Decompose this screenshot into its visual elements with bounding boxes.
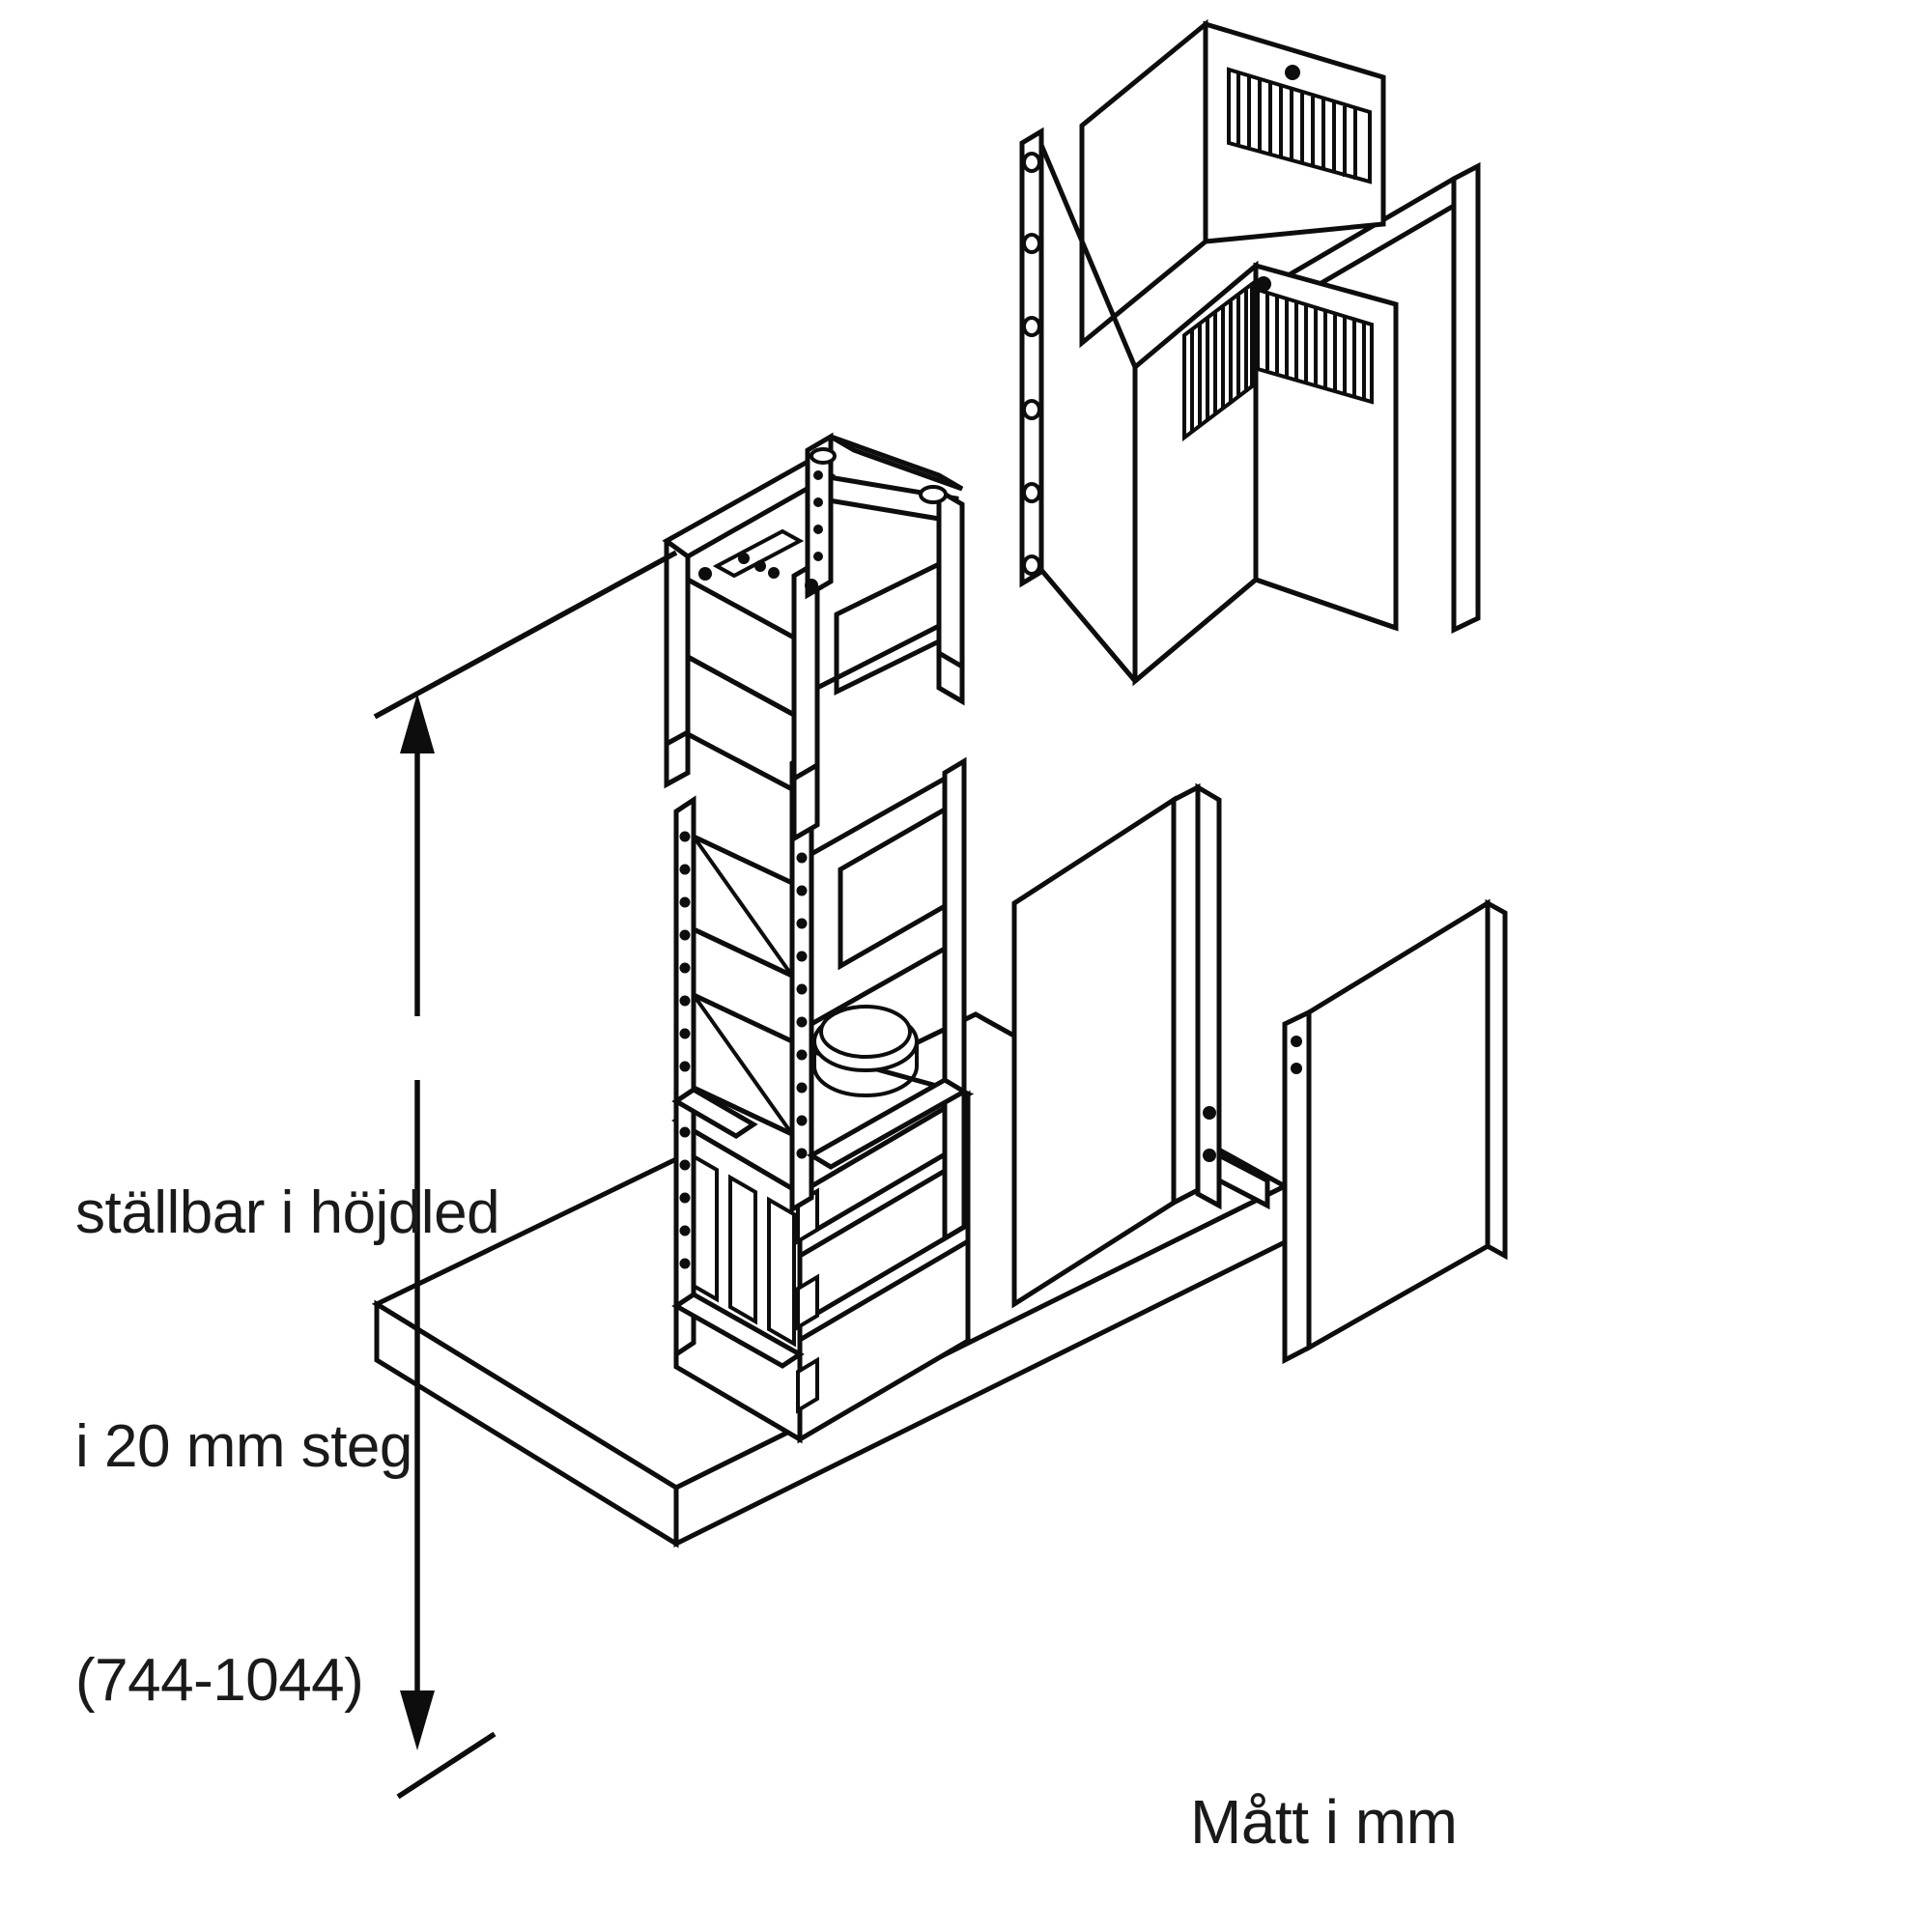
vent-grille-upper bbox=[1227, 67, 1372, 185]
vent-grille-lower-right bbox=[1256, 287, 1374, 405]
vent-grille-lower bbox=[1182, 279, 1254, 442]
lower-flue-panel-rear bbox=[1282, 898, 1508, 1365]
unit-note: Mått i mm bbox=[1190, 1787, 1458, 1857]
lower-flue-bracket bbox=[1195, 782, 1270, 1210]
slot-vent-group bbox=[690, 1151, 796, 1348]
bracket-hole-column bbox=[1203, 1106, 1216, 1162]
strip-hole-column bbox=[1022, 152, 1041, 576]
height-adjustment-note: ställbar i höjdled i 20 mm steg (744-104… bbox=[75, 1019, 500, 1876]
motor-housing bbox=[671, 1045, 975, 1444]
back-leg-hole-column bbox=[813, 470, 823, 561]
height-note-line-3: (744-1044) bbox=[75, 1646, 364, 1714]
clip-tab-group bbox=[796, 1187, 819, 1414]
lower-flue-panel-front bbox=[1011, 782, 1201, 1309]
support-frame-top bbox=[662, 432, 965, 843]
rear-panel-hole-column bbox=[1291, 1036, 1302, 1074]
dimension-line bbox=[373, 550, 678, 1800]
height-note-line-1: ställbar i höjdled bbox=[75, 1179, 500, 1247]
control-module bbox=[698, 528, 818, 592]
upper-flue-strip bbox=[1019, 127, 1138, 683]
housing-band-group bbox=[798, 1138, 970, 1343]
height-note-line-2: i 20 mm steg bbox=[75, 1412, 412, 1480]
duct-collar bbox=[812, 1005, 919, 1097]
upper-flue-cover bbox=[1079, 18, 1386, 349]
lower-flue-cover bbox=[1132, 260, 1399, 687]
